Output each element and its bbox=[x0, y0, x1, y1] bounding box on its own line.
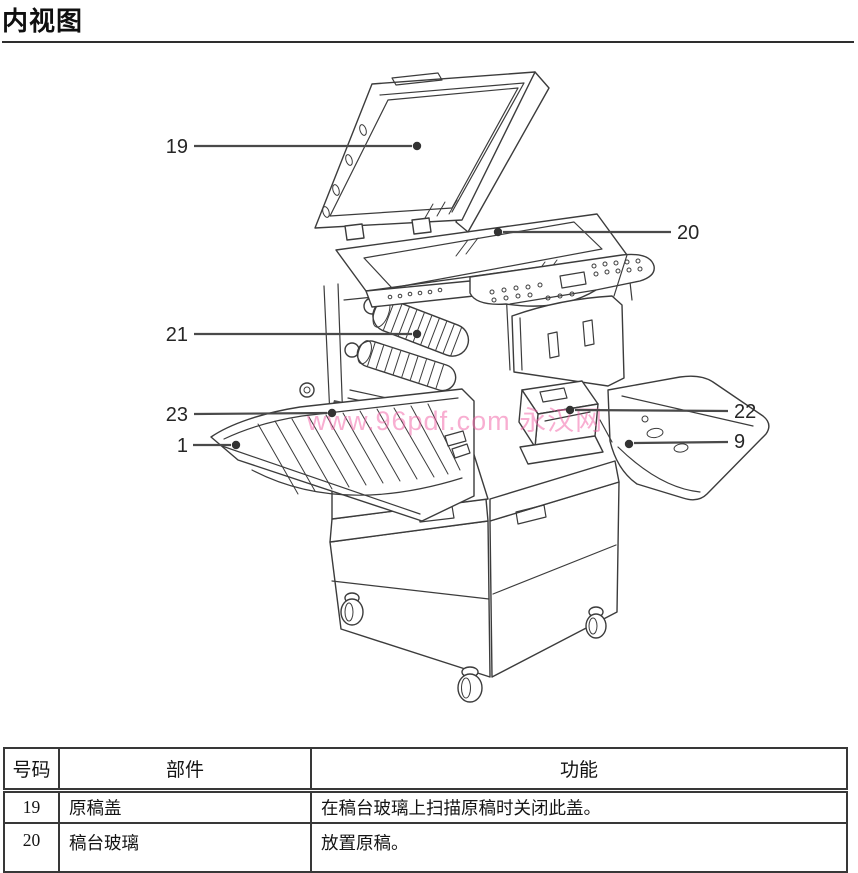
front-door-tray bbox=[210, 388, 475, 522]
output-tray-fins bbox=[251, 403, 463, 496]
document-cover bbox=[314, 71, 550, 241]
title-divider bbox=[2, 41, 854, 43]
callout-21: 21 bbox=[166, 324, 422, 346]
callout-label: 1 bbox=[177, 435, 188, 457]
callout-dot bbox=[231, 440, 241, 450]
cell-number: 20 bbox=[3, 822, 60, 873]
watermark-text: www.96pdf.com 永汉网 bbox=[306, 406, 603, 436]
cell-function: 在稿台玻璃上扫描原稿时关闭此盖。 bbox=[310, 789, 848, 824]
callout-dot bbox=[327, 408, 337, 418]
copier-illustration bbox=[210, 71, 770, 703]
page-title: 内视图 bbox=[2, 6, 84, 36]
copier-internal-diagram: www.96pdf.com 永汉网 19 20 21 23 1 bbox=[166, 71, 770, 703]
cover-hinge-holes bbox=[322, 124, 367, 218]
table-header-row: 号码 部件 功能 bbox=[3, 747, 848, 793]
callout-label: 21 bbox=[166, 324, 188, 346]
callout-dot bbox=[412, 329, 422, 339]
toner-cartridge bbox=[518, 380, 604, 465]
platen-glass bbox=[335, 213, 633, 308]
callout-23: 23 bbox=[166, 404, 337, 426]
cell-part: 稿台玻璃 bbox=[58, 822, 312, 873]
callout-19: 19 bbox=[166, 136, 422, 158]
callout-1: 1 bbox=[177, 435, 241, 457]
table-row: 20 稿台玻璃 放置原稿。 bbox=[3, 822, 848, 873]
cell-function: 放置原稿。 bbox=[310, 822, 848, 873]
table-row: 19 原稿盖 在稿台玻璃上扫描原稿时关闭此盖。 bbox=[3, 789, 848, 824]
column-header-function: 功能 bbox=[310, 747, 848, 793]
callout-label: 23 bbox=[166, 404, 188, 426]
callout-dot bbox=[565, 405, 575, 415]
manual-page: { "page": { "title": "内视图" }, "watermark… bbox=[2, 6, 854, 873]
caster-wheel bbox=[340, 592, 607, 703]
callout-22: 22 bbox=[565, 401, 756, 423]
scanner-support-tower bbox=[509, 254, 628, 387]
callouts: 19 20 21 23 1 22 9 bbox=[166, 136, 757, 457]
callout-9: 9 bbox=[624, 431, 745, 453]
cell-part: 原稿盖 bbox=[58, 789, 312, 824]
callout-label: 20 bbox=[677, 222, 699, 244]
callout-label: 22 bbox=[734, 401, 756, 423]
column-header-part: 部件 bbox=[58, 747, 312, 793]
callout-dot bbox=[624, 439, 634, 449]
column-header-number: 号码 bbox=[3, 747, 60, 793]
callout-dot bbox=[412, 141, 422, 151]
callout-20: 20 bbox=[493, 222, 699, 244]
parts-table: 号码 部件 功能 19 原稿盖 在稿台玻璃上扫描原稿时关闭此盖。 20 稿台玻璃… bbox=[3, 747, 848, 873]
callout-dot bbox=[493, 227, 503, 237]
cell-number: 19 bbox=[3, 789, 60, 824]
callout-label: 19 bbox=[166, 136, 188, 158]
callout-label: 9 bbox=[734, 431, 745, 453]
side-door bbox=[599, 375, 770, 501]
